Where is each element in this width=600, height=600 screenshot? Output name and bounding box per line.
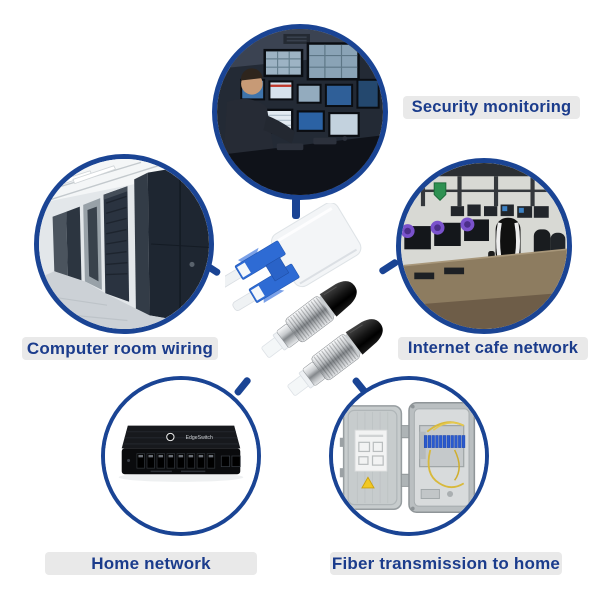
label-text: Security monitoring (411, 98, 572, 116)
connector-stub-security (292, 197, 300, 219)
cctv-control-room-photo (217, 29, 383, 195)
use-case-label-computer-room-wiring: Computer room wiring (22, 337, 218, 360)
use-case-circle-fiber-to-home (329, 376, 489, 536)
box-body (408, 402, 476, 513)
far-computer-row (450, 204, 549, 218)
fiber-adapter-row (423, 435, 466, 448)
use-case-circle-home-network: EdgeSwitch (101, 376, 261, 536)
green-led-strip (543, 179, 567, 184)
brand-logo-icon (166, 432, 175, 442)
box-door (339, 405, 403, 510)
warning-triangle-icon (361, 476, 375, 489)
lc-fc-fiber-patch-cable (225, 203, 390, 403)
fiber-distribution-box-photo (333, 380, 485, 532)
operator-person (223, 68, 296, 156)
wall-shield-sign (433, 182, 447, 202)
rj45-ports (136, 453, 216, 469)
server-cabinets (52, 162, 209, 326)
use-case-label-home-network: Home network (45, 552, 257, 575)
use-case-circle-computer-room-wiring (34, 154, 214, 334)
switch-top-face (121, 425, 241, 449)
switch-model-text: EdgeSwitch (186, 435, 213, 441)
use-case-label-security-monitoring: Security monitoring (403, 96, 580, 119)
sfp-ports (220, 455, 241, 468)
use-case-circle-internet-cafe (396, 158, 572, 334)
near-monitor-row (401, 217, 489, 250)
use-case-circle-security-monitoring (212, 24, 388, 200)
use-case-label-internet-cafe: Internet cafe network (398, 337, 588, 360)
server-rack-room-photo (39, 159, 209, 329)
lc-duplex-connector (225, 203, 362, 311)
label-text: Home network (91, 554, 211, 573)
ethernet-switch-photo: EdgeSwitch (105, 380, 257, 532)
hinge (400, 473, 410, 487)
label-text: Computer room wiring (26, 339, 214, 358)
label-text: Internet cafe network (407, 339, 579, 357)
label-text: Fiber transmission to home (331, 554, 561, 573)
esports-cafe-photo (401, 163, 567, 329)
hinge (400, 425, 410, 439)
use-case-label-fiber-to-home: Fiber transmission to home (330, 552, 562, 575)
